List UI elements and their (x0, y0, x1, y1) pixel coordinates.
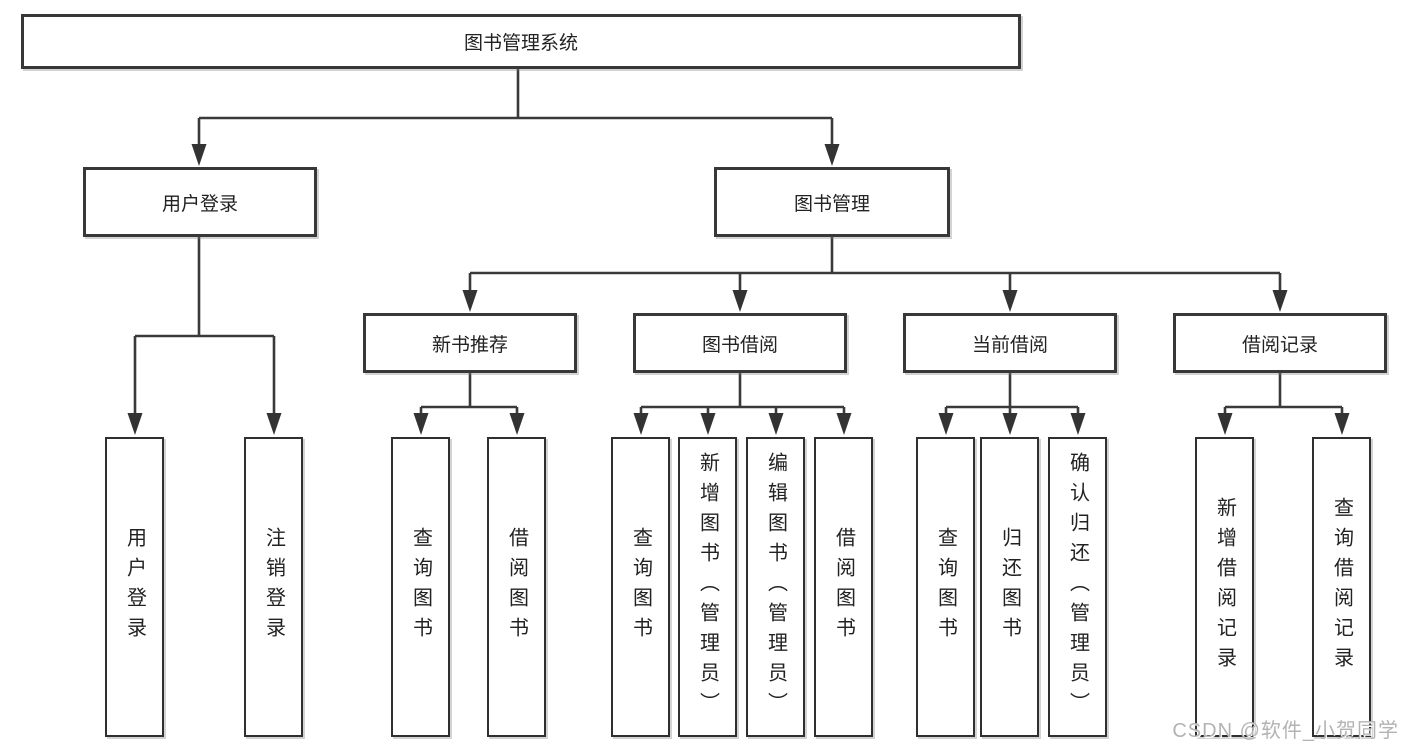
arrowhead-down-icon (633, 413, 649, 435)
leaf-records-query-borrow-record: 查询借阅记录 (1312, 437, 1371, 737)
leaf-label: 查询图书 (629, 527, 652, 647)
leaf-label: 查询图书 (409, 527, 432, 647)
connector-current-borrowing-to-leaves (938, 373, 1086, 435)
arrowhead-down-icon (836, 413, 852, 435)
csdn-watermark: CSDN @软件_小贺同学 (1172, 720, 1399, 742)
arrowhead-down-icon (1070, 413, 1086, 435)
connector-book-borrowing-to-leaves (633, 373, 852, 435)
node-book-management: 图书管理 (714, 167, 950, 237)
leaf-borrowing-query-books: 查询图书 (611, 437, 670, 737)
node-book-borrowing: 图书借阅 (633, 313, 847, 373)
leaf-borrowing-add-books-admin: 新增图书（管理员） (678, 437, 737, 737)
leaf-recommend-borrow-books: 借阅图书 (487, 437, 546, 737)
arrowhead-down-icon (462, 290, 478, 312)
arrowhead-down-icon (413, 413, 429, 435)
leaf-label: 借阅图书 (832, 527, 855, 647)
arrowhead-down-icon (700, 413, 716, 435)
arrowhead-down-icon (768, 413, 784, 435)
arrowhead-down-icon (824, 144, 840, 166)
arrowhead-down-icon (732, 290, 748, 312)
arrowhead-down-icon (1002, 290, 1018, 312)
connector-book-management-to-level3 (462, 237, 1288, 312)
leaf-label: 新增借阅记录 (1213, 497, 1236, 677)
arrowhead-down-icon (509, 413, 525, 435)
leaf-recommend-query-books: 查询图书 (391, 437, 450, 737)
leaf-label: 用户登录 (123, 527, 146, 647)
arrowhead-down-icon (1002, 413, 1018, 435)
leaf-label: 编辑图书（管理员） (764, 452, 787, 722)
arrowhead-down-icon (191, 144, 207, 166)
leaf-current-confirm-return-admin: 确认归还（管理员） (1048, 437, 1107, 737)
arrowhead-down-icon (127, 413, 143, 435)
node-borrowing-records: 借阅记录 (1173, 313, 1387, 373)
arrowhead-down-icon (1334, 413, 1350, 435)
node-new-book-recommendation: 新书推荐 (363, 313, 577, 373)
leaf-logout: 注销登录 (244, 437, 303, 737)
leaf-label: 查询图书 (934, 527, 957, 647)
leaf-current-query-books: 查询图书 (916, 437, 975, 737)
leaf-user-login: 用户登录 (105, 437, 164, 737)
leaf-label: 归还图书 (998, 527, 1021, 647)
leaf-records-add-borrow-record: 新增借阅记录 (1195, 437, 1254, 737)
node-library-management-system: 图书管理系统 (21, 14, 1021, 69)
node-current-borrowing: 当前借阅 (903, 313, 1117, 373)
leaf-current-return-books: 归还图书 (980, 437, 1039, 737)
connector-user-login-to-leaves (127, 237, 282, 435)
arrowhead-down-icon (1217, 413, 1233, 435)
leaf-borrowing-borrow-books: 借阅图书 (814, 437, 873, 737)
leaf-label: 借阅图书 (505, 527, 528, 647)
leaf-label: 新增图书（管理员） (696, 452, 719, 722)
connector-new-book-recommendation-to-leaves (413, 373, 525, 435)
arrowhead-down-icon (266, 413, 282, 435)
connector-borrowing-records-to-leaves (1217, 373, 1350, 435)
leaf-borrowing-edit-books-admin: 编辑图书（管理员） (746, 437, 805, 737)
leaf-label: 注销登录 (262, 527, 285, 647)
leaf-label: 确认归还（管理员） (1066, 452, 1089, 722)
leaf-label: 查询借阅记录 (1330, 497, 1353, 677)
node-user-login: 用户登录 (83, 167, 317, 237)
arrowhead-down-icon (938, 413, 954, 435)
arrowhead-down-icon (1272, 290, 1288, 312)
connector-root-to-level2 (191, 69, 840, 166)
